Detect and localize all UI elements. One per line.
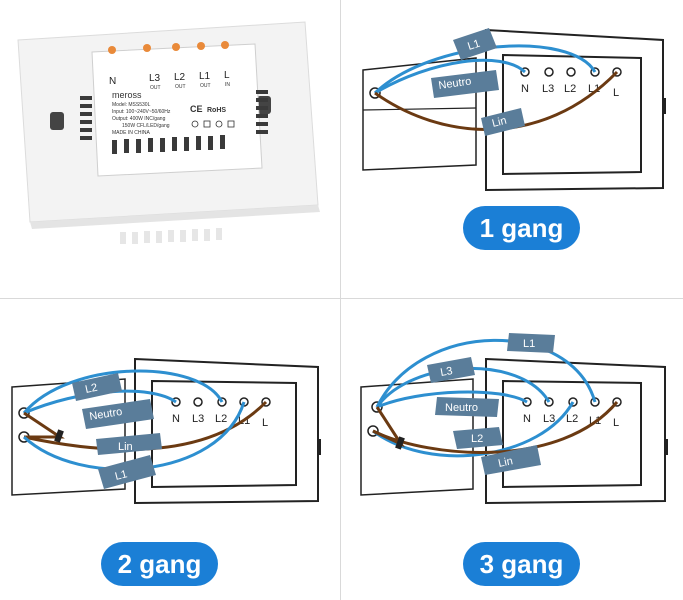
pill-1-gang: 1 gang: [463, 206, 580, 250]
d3-tag-lin: Lin: [497, 455, 514, 470]
d3-tag-l2: L2: [471, 433, 483, 445]
rohs-mark: RoHS: [207, 107, 226, 114]
d3-term-L2: L2: [566, 413, 578, 425]
diagram-2-gang: N L3 L2 L1 L L2 Neutro Lin L1 2 gang: [0, 299, 341, 598]
d1-tag-l1: L1: [466, 38, 481, 53]
output2-text: 150W CFL/LED/gang: [122, 123, 170, 129]
terminal-L3: L3: [149, 73, 161, 84]
d2-term-L: L: [262, 417, 268, 429]
diagram-3-gang: N L3 L2 L1 L L1 L3 Neutro L2 Lin 3 gang: [341, 299, 682, 598]
d3-tag-neutro: Neutro: [445, 402, 478, 414]
d1-tag-neutro: Neutro: [438, 75, 472, 91]
terminal-N: N: [109, 76, 116, 87]
terminal-L1: L1: [199, 71, 211, 82]
diagram-1-gang: N L3 L2 L1 L L1 Neutro Lin 1 gang: [341, 0, 682, 299]
wiring-diagram-2: N L3 L2 L1 L L2 Neutro Lin L1: [11, 357, 321, 505]
d2-tag-neutro: Neutro: [89, 406, 124, 423]
d3-term-N: N: [523, 413, 531, 425]
d1-term-N: N: [521, 83, 529, 95]
d1-term-L2: L2: [564, 83, 576, 95]
brand-logo: meross: [112, 90, 142, 100]
d1-tag-lin: Lin: [491, 115, 508, 130]
terminal-sub-L2: OUT: [175, 84, 186, 90]
d3-term-L3: L3: [543, 413, 555, 425]
terminal-L: L: [224, 70, 230, 81]
horizontal-divider: [0, 298, 683, 299]
pill-2-gang: 2 gang: [101, 542, 218, 586]
vertical-divider: [340, 0, 341, 600]
switch-back-photo: N L3 L2 L1 L OUT OUT OUT IN meross Model…: [17, 21, 320, 244]
cert-icons: [191, 120, 235, 128]
wiring-diagram-1: N L3 L2 L1 L L1 Neutro Lin: [362, 28, 666, 192]
d2-term-L3: L3: [192, 413, 204, 425]
terminal-sub-L3: OUT: [150, 85, 161, 91]
wire-l1: [373, 44, 597, 95]
model-text: Model: MSS530L: [112, 102, 151, 108]
d3-tag-l1: L1: [523, 338, 535, 350]
d3-term-L: L: [613, 417, 619, 429]
d1-term-L1: L1: [588, 83, 600, 95]
pill-3-gang: 3 gang: [463, 542, 580, 586]
terminal-sub-L: IN: [225, 82, 230, 88]
d2-term-L2: L2: [215, 413, 227, 425]
d1-term-L3: L3: [542, 83, 554, 95]
d2-term-N: N: [172, 413, 180, 425]
d2-tag-lin: Lin: [118, 441, 133, 453]
input-text: Input: 100~240V~50/60Hz: [112, 109, 171, 115]
d2-tag-l1: L1: [114, 468, 129, 483]
ce-mark: CE: [190, 104, 203, 114]
d3-tag-l3: L3: [439, 365, 453, 379]
wiring-diagram-3: N L3 L2 L1 L L1 L3 Neutro L2 Lin: [360, 333, 668, 505]
d1-term-L: L: [613, 87, 619, 99]
origin-text: MADE IN CHINA: [112, 130, 150, 136]
terminal-sub-L1: OUT: [200, 83, 211, 89]
d2-tag-l2: L2: [84, 382, 98, 396]
product-photo-panel: N L3 L2 L1 L OUT OUT OUT IN meross Model…: [0, 0, 341, 299]
terminal-L2: L2: [174, 72, 186, 83]
wire-neutro: [374, 58, 527, 95]
output-text: Output: 400W INC/gang: [112, 116, 166, 122]
